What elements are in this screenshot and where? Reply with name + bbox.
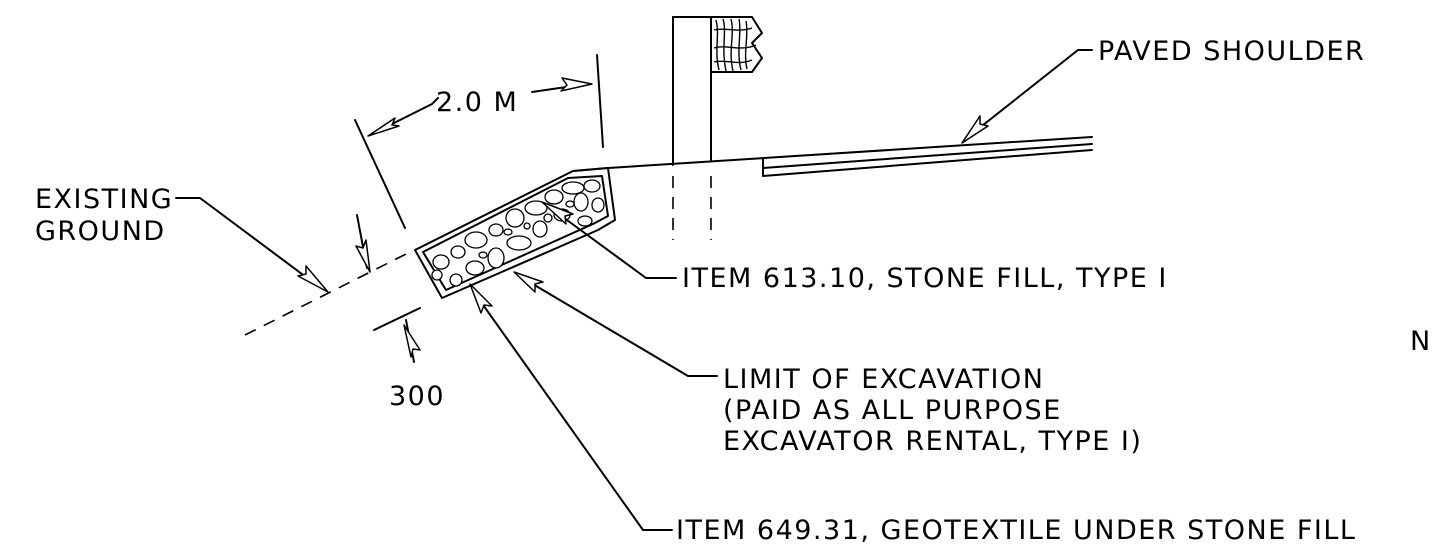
- limit-of-excavation-label-line1: LIMIT OF EXCAVATION: [723, 364, 1044, 395]
- stone-fill-stones: [431, 179, 605, 287]
- limit-of-excavation-label-line3: EXCAVATOR RENTAL, TYPE I): [723, 426, 1142, 457]
- stone-fill-label: ITEM 613.10, STONE FILL, TYPE I: [682, 263, 1168, 294]
- dimension-depth-label: 300: [389, 381, 445, 412]
- guide-rail-blockout: [710, 16, 763, 73]
- width-dimension: [354, 54, 604, 229]
- paved-shoulder-label: PAVED SHOULDER: [1098, 36, 1365, 67]
- depth-dimension: [355, 214, 421, 363]
- existing-ground-line: [244, 251, 411, 336]
- ground-surface: [572, 136, 1093, 172]
- paved-shoulder-layer: [762, 143, 1093, 177]
- limit-of-excavation-label-line2: (PAID AS ALL PURPOSE: [723, 395, 1062, 426]
- edge-letter-label: N: [1410, 326, 1432, 357]
- stone-fill-leader: [541, 201, 677, 279]
- paved-shoulder-leader: [961, 49, 1093, 144]
- dimension-width-label: 2.0 M: [436, 87, 518, 118]
- geotextile-label: ITEM 649.31, GEOTEXTILE UNDER STONE FILL: [676, 515, 1356, 546]
- stone-fill-trench: [414, 167, 616, 299]
- existing-ground-label-line1: EXISTING: [35, 184, 173, 215]
- geotextile-leader: [469, 283, 673, 531]
- guide-rail-post: [672, 16, 712, 240]
- limit-of-excavation-leader: [513, 271, 718, 377]
- existing-ground-label-line2: GROUND: [35, 216, 166, 247]
- existing-ground-leader: [175, 197, 329, 293]
